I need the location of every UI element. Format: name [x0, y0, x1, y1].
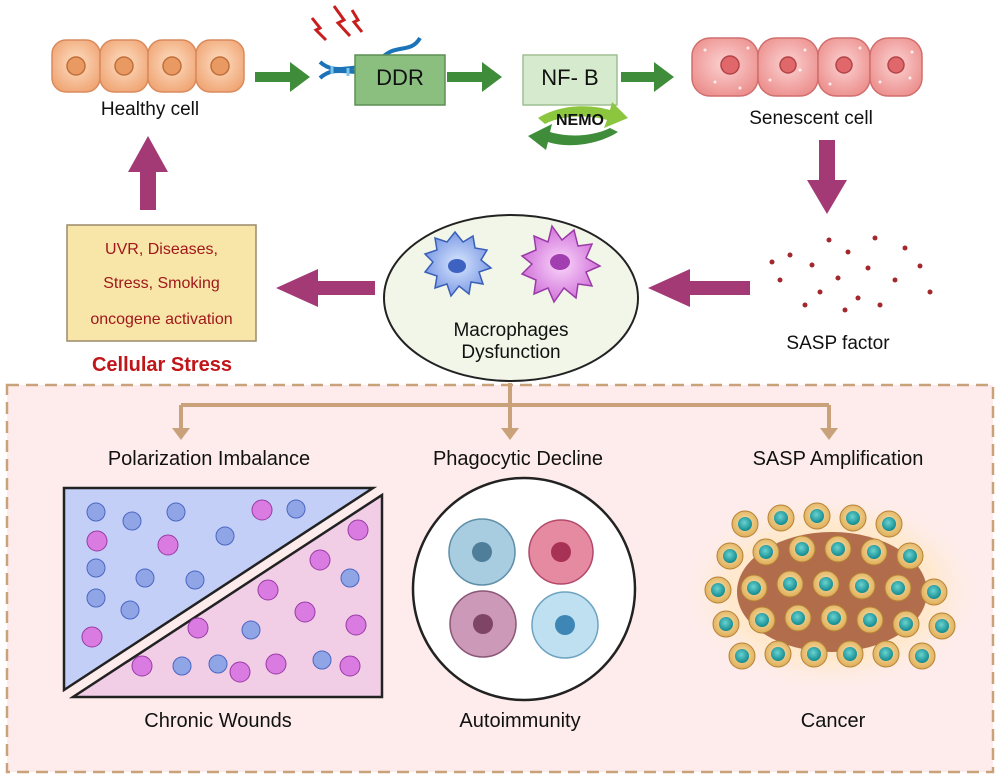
healthy-cell-label: Healthy cell — [100, 99, 200, 120]
chronic-wounds-label: Chronic Wounds — [144, 710, 292, 732]
ddr-label: DDR — [376, 65, 424, 90]
nemo-label: NEMO — [556, 112, 604, 129]
green-arrows — [255, 62, 674, 92]
phagocytic-label: Phagocytic Decline — [432, 448, 604, 470]
branch-lines — [179, 383, 831, 430]
stress-line-1: UVR, Diseases, — [105, 241, 218, 258]
cancer-label: Cancer — [800, 710, 866, 732]
nfkb-label: NF- B — [541, 65, 599, 90]
autoimmunity-panel — [411, 476, 637, 702]
pink-macrophage-icon — [520, 224, 602, 304]
ddr-box — [354, 54, 446, 106]
senescent-cell-icon — [691, 37, 923, 97]
purple-arrows — [128, 136, 847, 307]
stress-box-text: UVR, Diseases, Stress, Smoking oncogene … — [67, 225, 256, 341]
nemo-cycle-icon — [528, 102, 628, 150]
sasp-amplification-label: SASP Amplification — [752, 448, 924, 470]
cellular-stress-label: Cellular Stress — [91, 354, 233, 376]
branch-arrowheads — [172, 428, 838, 440]
polarization-panel — [62, 486, 384, 699]
stress-box — [66, 224, 257, 342]
sasp-factor-label: SASP factor — [786, 333, 890, 354]
stress-line-2: Stress, Smoking — [103, 275, 220, 292]
sasp-dots-icon — [769, 235, 933, 313]
nfkb-box — [522, 54, 618, 106]
macrophages-label: Macrophages — [453, 320, 569, 341]
autoimmunity-label: Autoimmunity — [459, 710, 581, 732]
tumor-icon — [682, 492, 982, 692]
polarization-label: Polarization Imbalance — [107, 448, 311, 470]
dysfunction-label: Dysfunction — [461, 342, 561, 363]
senescent-cell-label: Senescent cell — [749, 108, 873, 129]
stress-line-3: oncogene activation — [90, 311, 233, 328]
healthy-cell-icon — [51, 39, 245, 93]
blue-macrophage-icon — [423, 230, 493, 298]
